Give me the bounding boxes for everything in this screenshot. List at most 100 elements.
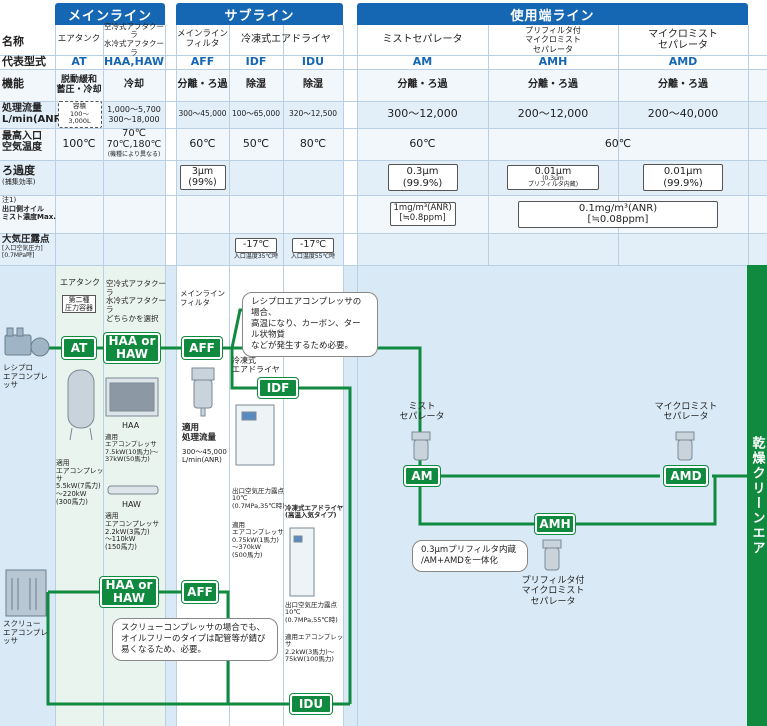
- temp-amh-amd: 60℃: [604, 136, 632, 150]
- screw-compressor-icon: [5, 569, 47, 617]
- label-haa: HAA: [122, 421, 140, 430]
- oil-am: 1mg/m³(ANR) [≒0.8ppm]: [389, 202, 456, 226]
- label-idf-dew: 出口空気圧力露点 10℃ (0.7MPa,35℃時): [232, 487, 285, 510]
- header-sub-line: サブライン: [176, 3, 343, 25]
- function-am: 分離・ろ過: [397, 79, 448, 91]
- haa-cooler-icon: [105, 377, 159, 417]
- label-haw: HAW: [122, 500, 141, 509]
- flow-haa: 1,000〜5,700 300〜18,000: [107, 105, 161, 124]
- temp-idu: 80℃: [299, 136, 327, 150]
- aff-filter-icon: [191, 367, 215, 417]
- btn-haa-haw-top[interactable]: HAA or HAW: [104, 333, 160, 363]
- callout-screw: スクリューコンプレッサの場合でも、 オイルフリーのタイプは配管等が錆び 易くなる…: [112, 618, 278, 662]
- diagram-bg-end: [357, 265, 748, 726]
- row-label-name: 名称: [2, 35, 24, 48]
- row-label-filtration: ろ過度: [2, 164, 35, 177]
- flow-aff: 300〜45,000: [178, 109, 227, 119]
- btn-aff-bottom[interactable]: AFF: [182, 581, 218, 603]
- row-label-dew: 大気圧露点: [2, 234, 50, 245]
- am-filter-icon: [411, 431, 431, 461]
- row-label-oil-note: 注1): [2, 196, 17, 204]
- dry-clean-air-bar: 乾燥クリーンエア: [747, 265, 767, 726]
- label-aff-flow: 適用 処理流量: [182, 423, 217, 443]
- filtration-amh: 0.01μm: [534, 165, 572, 177]
- label-amh-name: プリフィルタ付 マイクロミスト セパレータ: [521, 576, 585, 607]
- callout-amh: 0.3μmプリフィルタ内蔵 /AM+AMDを一体化: [412, 540, 528, 573]
- label-haa-apply: 適用 エアコンプレッサ 7.5kW(10馬力)〜 37kW(50馬力): [105, 433, 159, 464]
- flow-amh: 200〜12,000: [517, 107, 589, 121]
- temp-haa-1: 70℃: [122, 128, 146, 140]
- label-mist-sep: ミスト セパレータ: [399, 402, 445, 423]
- btn-aff-top[interactable]: AFF: [182, 337, 222, 359]
- filtration-am: 0.3μm (99.9%): [387, 164, 458, 191]
- pipe-screw-down: [46, 592, 100, 706]
- pipe-amh-right: [575, 476, 717, 526]
- function-at: 脱動緩和 蓄圧・冷却: [56, 74, 102, 95]
- pipe-idf-right: [298, 386, 352, 704]
- temp-haa-note: (機種により異なる): [107, 151, 161, 159]
- model-idf: IDF: [245, 54, 267, 68]
- name-am: ミストセパレータ: [382, 34, 463, 46]
- name-dryer-group: 冷凍式エアドライヤ: [241, 34, 331, 46]
- btn-amd[interactable]: AMD: [664, 466, 708, 486]
- name-at: エアタンク: [57, 34, 101, 45]
- model-am: AM: [412, 54, 433, 68]
- btn-idf[interactable]: IDF: [258, 378, 298, 398]
- row-label-flow: 処理流量 L/min(ANR): [2, 103, 66, 125]
- btn-haa-haw-bottom[interactable]: HAA or HAW: [100, 577, 158, 607]
- temp-am: 60℃: [409, 136, 436, 150]
- flow-idu: 320〜12,500: [288, 109, 338, 119]
- btn-idu[interactable]: IDU: [290, 694, 332, 714]
- label-idf-apply: 適用 エアコンプレッサ 0.75kW(1馬力) 〜370kW (500馬力): [232, 521, 284, 559]
- model-amh: AMH: [538, 54, 568, 68]
- temp-at: 100℃: [62, 136, 96, 150]
- pipe-aff1-idf: [222, 346, 258, 390]
- flow-am: 300〜12,000: [387, 107, 458, 121]
- flow-amd: 200〜40,000: [647, 107, 719, 121]
- callout-recipro: レシプロエアコンプレッサの場合、 高温になり、カーボン、タール状物質 などが発生…: [242, 292, 378, 358]
- recipro-compressor-icon: [4, 327, 50, 357]
- haw-cooler-icon: [107, 485, 159, 495]
- name-amh: プリフィルタ付 マイクロミスト セパレータ: [525, 26, 581, 54]
- btn-am[interactable]: AM: [404, 466, 440, 486]
- temp-aff: 60℃: [189, 136, 216, 150]
- label-dryer-idf: 冷凍式 エアドライヤ: [232, 356, 280, 375]
- function-amh: 分離・ろ過: [528, 79, 578, 91]
- model-haa: HAA,HAW: [104, 54, 164, 68]
- name-aff: メインライン フィルタ: [176, 29, 228, 49]
- dew-idu: -17℃: [292, 237, 334, 253]
- label-cooler: 空冷式アフタクーラ 水冷式アフタクーラ どちらかを選択: [106, 279, 166, 323]
- label-idu-dew: 出口空気圧力露点 10℃ (0.7MPa,55℃時): [285, 601, 338, 624]
- name-haa: 空冷式アフタクーラ 水冷式アフタクーラ: [104, 21, 164, 57]
- function-idu: 除湿: [303, 79, 323, 91]
- label-micro-sep: マイクロミスト セパレータ: [654, 402, 718, 423]
- label-tank-box: 第二種 圧力容器: [62, 295, 96, 314]
- btn-amh[interactable]: AMH: [535, 514, 575, 534]
- air-tank-icon: [67, 369, 95, 441]
- btn-at[interactable]: AT: [62, 337, 96, 359]
- function-idf: 除湿: [246, 79, 266, 91]
- label-tank: エアタンク: [60, 278, 100, 287]
- filtration-aff: 3μm (99%): [179, 164, 226, 191]
- header-end-line: 使用端ライン: [357, 3, 748, 25]
- label-recipro: レシプロ エアコンプレッサ: [3, 363, 48, 390]
- oil-amh-amd: 0.1mg/m³(ANR) [≒0.08ppm]: [518, 200, 718, 228]
- dew-idu-note: 入口温度55℃時: [290, 252, 336, 260]
- filtration-amd: 0.01μm (99.9%): [643, 164, 723, 191]
- row-label-model: 代表型式: [2, 55, 46, 68]
- row-label-function: 機能: [2, 77, 24, 90]
- row-label-dew-sub: [入口空気圧力] [0.7MPa時]: [2, 245, 43, 259]
- header-main-line: メインライン: [55, 3, 165, 25]
- label-haw-apply: 適用 エアコンプレッサ 2.2kW(3馬力) 〜110kW (150馬力): [105, 512, 160, 552]
- temp-idf: 50℃: [242, 136, 270, 150]
- dew-idf-note: 入口温度35℃時: [233, 252, 279, 260]
- name-amd: マイクロミスト セパレータ: [648, 28, 718, 52]
- label-screw: スクリュー エアコンプレッサ: [3, 619, 48, 646]
- filtration-amh-note: (0.3μm プリフィルタ内蔵): [527, 175, 579, 189]
- idu-dryer-icon: [289, 527, 315, 597]
- amh-filter-icon: [542, 539, 562, 571]
- model-at: AT: [71, 54, 87, 68]
- idf-dryer-icon: [235, 404, 275, 466]
- temp-haa-2: 70℃,180℃: [106, 139, 162, 151]
